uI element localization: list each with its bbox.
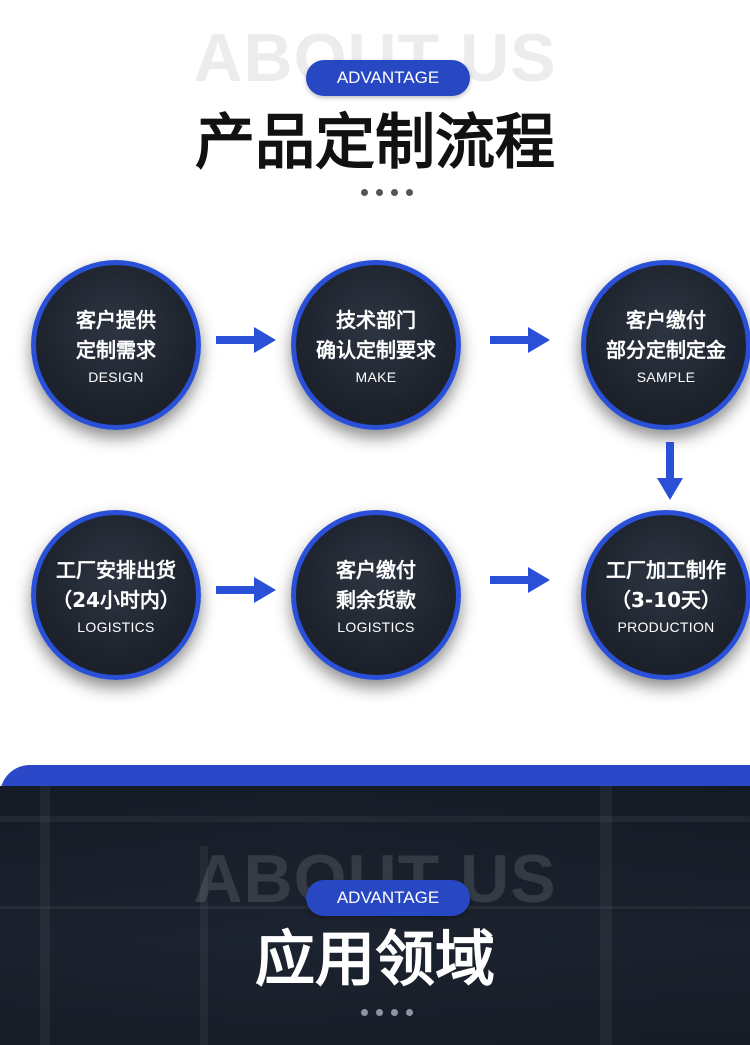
background-beam xyxy=(200,846,208,1045)
background-beam xyxy=(40,786,50,1045)
step-title: 工厂安排出货 xyxy=(56,558,176,582)
step-english-label: LOGISTICS xyxy=(337,619,415,635)
advantage-badge: ADVANTAGE xyxy=(306,60,470,96)
title-dots-decoration xyxy=(361,1009,413,1016)
process-step-sample: 客户缴付 部分定制定金 SAMPLE xyxy=(581,260,750,430)
step-title: 客户提供 xyxy=(76,308,156,332)
dot xyxy=(376,189,383,196)
process-step-shipping: 工厂安排出货 （24小时内） LOGISTICS xyxy=(31,510,201,680)
step-subtitle: （3-10天） xyxy=(610,588,722,612)
step-english-label: DESIGN xyxy=(88,369,144,385)
process-step-production: 工厂加工制作 （3-10天） PRODUCTION xyxy=(581,510,750,680)
title-dots-decoration xyxy=(361,189,413,196)
advantage-badge: ADVANTAGE xyxy=(306,880,470,916)
step-title: 工厂加工制作 xyxy=(606,558,726,582)
dot xyxy=(391,189,398,196)
arrow-down-icon xyxy=(657,442,683,500)
application-background xyxy=(0,786,750,1045)
step-title: 客户缴付 xyxy=(336,558,416,582)
arrow-right-icon xyxy=(216,327,276,353)
arrow-right-icon xyxy=(490,327,550,353)
dot xyxy=(361,1009,368,1016)
step-subtitle: 定制需求 xyxy=(76,338,156,362)
process-step-design: 客户提供 定制需求 DESIGN xyxy=(31,260,201,430)
page-title: 产品定制流程 xyxy=(195,108,555,178)
step-english-label: SAMPLE xyxy=(636,369,696,385)
step-subtitle: 剩余货款 xyxy=(336,588,416,612)
step-english-label: MAKE xyxy=(355,369,397,385)
background-beam xyxy=(600,786,612,1045)
dot xyxy=(376,1009,383,1016)
step-subtitle: 部分定制定金 xyxy=(606,338,726,362)
step-subtitle: 确认定制要求 xyxy=(316,338,436,362)
step-english-label: LOGISTICS xyxy=(77,619,155,635)
dot xyxy=(391,1009,398,1016)
step-english-label: PRODUCTION xyxy=(617,619,715,635)
step-subtitle: （24小时内） xyxy=(52,588,180,612)
process-step-make: 技术部门 确认定制要求 MAKE xyxy=(291,260,461,430)
arrow-right-icon xyxy=(216,577,276,603)
step-title: 技术部门 xyxy=(336,308,416,332)
dot xyxy=(361,189,368,196)
arrow-right-icon xyxy=(490,567,550,593)
process-step-balance-payment: 客户缴付 剩余货款 LOGISTICS xyxy=(291,510,461,680)
section-title: 应用领域 xyxy=(255,925,495,995)
background-beam xyxy=(0,816,750,822)
dot xyxy=(406,189,413,196)
dot xyxy=(406,1009,413,1016)
step-title: 客户缴付 xyxy=(626,308,706,332)
